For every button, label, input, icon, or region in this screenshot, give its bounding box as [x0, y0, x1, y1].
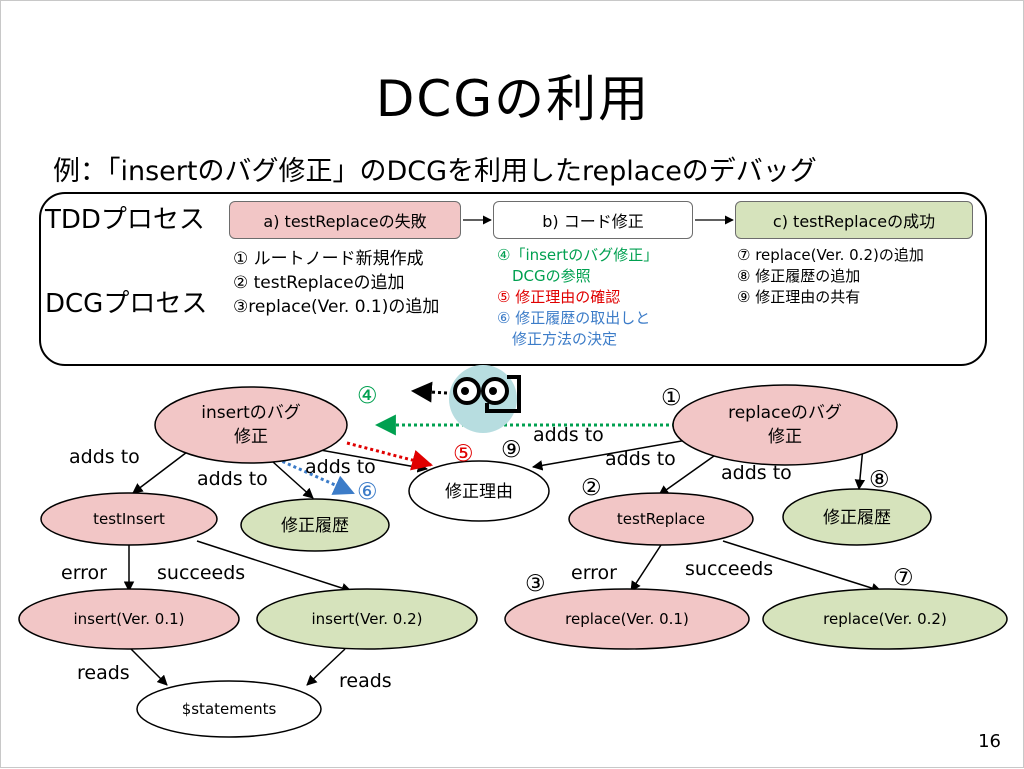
- marker-1: ①: [661, 385, 682, 411]
- node-history-right-label: 修正履歴: [823, 508, 891, 528]
- page-number: 16: [978, 731, 1001, 752]
- node-replace-v02: replace(Ver. 0.2): [762, 588, 1008, 650]
- dcg-steps-c: ⑦ replace(Ver. 0.2)の追加 ⑧ 修正履歴の追加 ⑨ 修正理由の…: [737, 245, 924, 308]
- node-replace-bug-line2: 修正: [768, 427, 802, 447]
- marker-8: ⑧: [869, 467, 890, 493]
- edge-label-reads-1: reads: [77, 662, 130, 684]
- page-title: DCGの利用: [375, 70, 651, 128]
- dcg-step-8: ⑧ 修正履歴の追加: [737, 267, 861, 285]
- dcg-step-3: ③replace(Ver. 0.1)の追加: [233, 297, 440, 317]
- edge-testinsert-insertbug: [132, 448, 192, 494]
- edge-insertv02-reads: [306, 648, 346, 686]
- node-replace-bug-line1: replaceのバグ: [728, 403, 842, 423]
- step-a-box: a) testReplaceの失敗: [229, 201, 461, 239]
- node-insert-bug-line1: insertのバグ: [201, 403, 300, 423]
- dcg-step-6: ⑥ 修正履歴の取出しと: [497, 309, 651, 327]
- dcg-step-2: ② testReplaceの追加: [233, 273, 405, 293]
- edge-label-adds-to-3: adds to: [305, 456, 376, 478]
- dcg-step-7: ⑦ replace(Ver. 0.2)の追加: [737, 246, 924, 264]
- marker-4: ④: [357, 383, 378, 409]
- dcg-step-1: ① ルートノード新規作成: [233, 249, 424, 269]
- edge-testreplace-error: [630, 544, 662, 592]
- edge-label-adds-to-1: adds to: [69, 446, 140, 468]
- edge-testreplace-replacebug: [658, 450, 722, 496]
- arrow-fetch-history: [276, 457, 355, 495]
- arrow-check-reason: [346, 441, 434, 471]
- marker-2: ②: [581, 475, 602, 501]
- node-history-left-label: 修正履歴: [281, 516, 349, 536]
- dcg-steps-a: ① ルートノード新規作成 ② testReplaceの追加 ③replace(V…: [233, 247, 439, 319]
- tdd-process-label: TDDプロセス: [45, 205, 205, 235]
- marker-7: ⑦: [893, 565, 914, 591]
- node-insert-v01: insert(Ver. 0.1): [18, 588, 240, 650]
- marker-3: ③: [525, 571, 546, 597]
- node-insert-bug: insertのバグ 修正: [154, 386, 348, 464]
- node-test-replace-label: testReplace: [617, 510, 705, 528]
- edge-label-adds-to-5: adds to: [605, 448, 676, 470]
- dcg-steps-b: ④「insertのバグ修正」 DCGの参照 ⑤ 修正理由の確認 ⑥ 修正履歴の取…: [497, 245, 658, 350]
- edge-label-adds-to-4: adds to: [533, 424, 604, 446]
- dcg-step-6-cont: 修正方法の決定: [497, 330, 618, 348]
- node-insert-bug-line2: 修正: [234, 427, 268, 447]
- node-fix-reason-label: 修正理由: [445, 482, 513, 502]
- step-b-box: b) コード修正: [493, 201, 693, 239]
- looking-eyes-icon: [449, 365, 521, 433]
- dcg-step-4-cont: DCGの参照: [497, 267, 591, 285]
- node-fix-reason: 修正理由: [408, 460, 550, 522]
- edge-label-adds-to-2: adds to: [197, 468, 268, 490]
- edge-label-succeeds-2: succeeds: [685, 558, 773, 580]
- edge-label-error-2: error: [571, 562, 617, 584]
- edge-insertv01-reads: [130, 648, 168, 686]
- node-insert-v02-label: insert(Ver. 0.2): [312, 610, 423, 628]
- marker-6: ⑥: [357, 479, 378, 505]
- marker-9: ⑨: [501, 437, 522, 463]
- arrow-look-left: [410, 381, 448, 403]
- node-replace-v01-label: replace(Ver. 0.1): [565, 610, 689, 628]
- node-insert-v02: insert(Ver. 0.2): [256, 588, 478, 650]
- dcg-step-9: ⑨ 修正理由の共有: [737, 288, 861, 306]
- edge-testreplace-succeeds: [722, 540, 883, 594]
- step-c-box: c) testReplaceの成功: [735, 201, 973, 239]
- dcg-step-4: ④「insertのバグ修正」: [497, 246, 659, 264]
- step-c-label: c) testReplaceの成功: [772, 212, 936, 231]
- step-b-label: b) コード修正: [542, 212, 644, 231]
- edge-label-reads-2: reads: [339, 670, 392, 692]
- edge-testinsert-succeeds: [196, 540, 352, 594]
- node-test-insert: testInsert: [40, 492, 218, 546]
- process-box: [39, 192, 987, 366]
- node-replace-v01: replace(Ver. 0.1): [504, 588, 750, 650]
- edge-label-error-1: error: [61, 562, 107, 584]
- edge-label-succeeds-1: succeeds: [157, 562, 245, 584]
- node-test-replace: testReplace: [568, 492, 754, 546]
- node-statements: $statements: [136, 680, 322, 738]
- node-history-right: 修正履歴: [782, 488, 932, 546]
- dcg-process-label: DCGプロセス: [45, 289, 208, 319]
- node-test-insert-label: testInsert: [93, 510, 165, 528]
- step-a-label: a) testReplaceの失敗: [263, 212, 427, 231]
- marker-5: ⑤: [453, 441, 474, 467]
- node-statements-label: $statements: [182, 700, 277, 718]
- node-insert-v01-label: insert(Ver. 0.1): [74, 610, 185, 628]
- subtitle: 例：「insertのバグ修正」のDCGを利用したreplaceのデバッグ: [53, 156, 817, 187]
- node-replace-bug: replaceのバグ 修正: [672, 384, 898, 466]
- edge-reason-replacebug: [531, 438, 694, 471]
- dcg-step-5: ⑤ 修正理由の確認: [497, 288, 621, 306]
- node-replace-v02-label: replace(Ver. 0.2): [823, 610, 947, 628]
- node-history-left: 修正履歴: [240, 498, 390, 552]
- edge-label-adds-to-6: adds to: [721, 462, 792, 484]
